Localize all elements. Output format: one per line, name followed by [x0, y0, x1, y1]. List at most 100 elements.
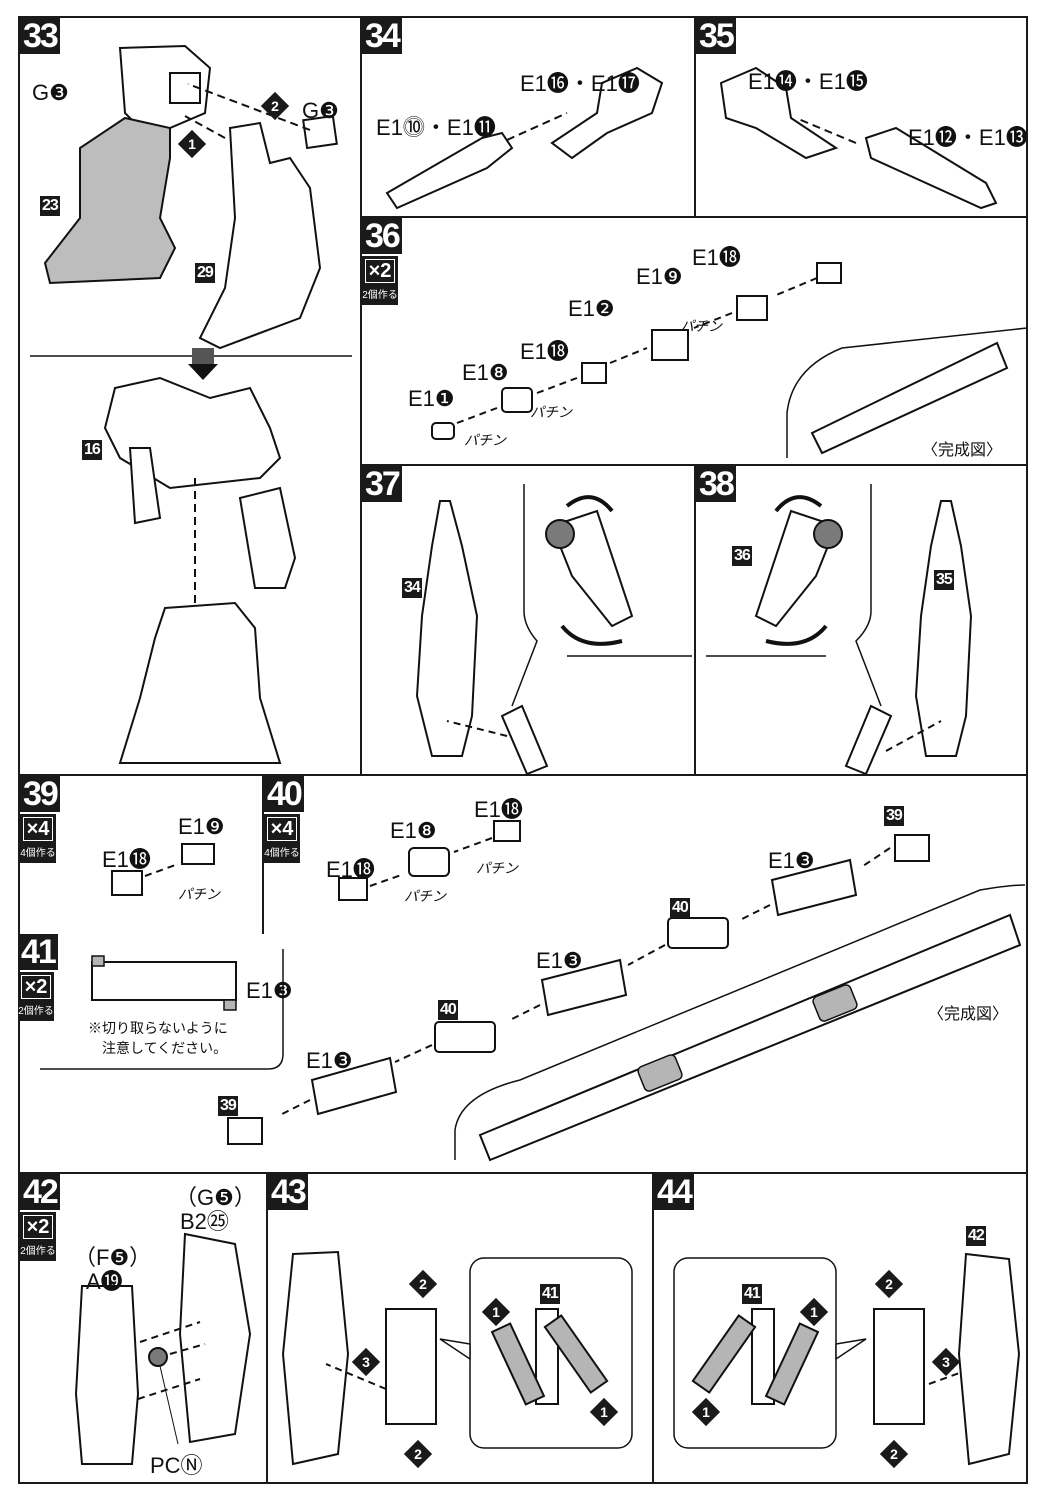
- part-label-e12-e13: E1⓬・E1⓭: [908, 125, 1028, 150]
- part-label-e1-18-a: E1⓲: [326, 857, 375, 882]
- part-label-e1-3: E1❸: [246, 978, 293, 1003]
- ref-badge-39-bottom: 39: [218, 1096, 238, 1116]
- step-number: 35: [696, 18, 736, 54]
- multiplier-count: ×2: [22, 1215, 54, 1239]
- ref-badge-23: 23: [40, 196, 60, 216]
- snap-sound-label: パチン: [178, 886, 220, 902]
- frame-part-illustration: [40, 949, 284, 1070]
- connector-illustration: [338, 820, 521, 901]
- part-label-e1-3-a: E1❸: [768, 848, 815, 873]
- part-label-e1-18: E1⓲: [102, 847, 151, 872]
- part-label-e1-18-b: E1⓲: [692, 245, 741, 270]
- step-number: 37: [362, 466, 402, 502]
- joint-attach-illustration: [415, 484, 692, 774]
- part-label-g3-top: G❸: [32, 80, 69, 105]
- ref-badge-34: 34: [402, 578, 422, 598]
- caution-line-1: ※切り取らないように: [88, 1020, 228, 1036]
- snap-sound-label: パチン: [680, 318, 722, 334]
- order-marker-2-b: 2: [403, 1439, 433, 1469]
- step-38-panel: 38 36 35: [694, 464, 1028, 776]
- part-label-e1-18-a: E1⓲: [520, 339, 569, 364]
- ref-badge-16: 16: [82, 440, 102, 460]
- multiplier-note: 4個作る: [20, 848, 56, 859]
- step-number: 33: [20, 18, 60, 54]
- step-number: 41: [18, 934, 58, 970]
- multiplier-count: ×4: [22, 817, 54, 841]
- ref-badge-35: 35: [934, 570, 954, 590]
- step-number: 39: [20, 776, 60, 812]
- multiplier-note: 2個作る: [18, 1006, 54, 1017]
- order-marker-2-a: 2: [408, 1269, 438, 1299]
- part-label-e1-3-b: E1❸: [536, 948, 583, 973]
- part-label-e1-9: E1❾: [178, 814, 225, 839]
- part-label-b2-25: B2㉕: [180, 1209, 229, 1234]
- order-marker-1-a: 1: [481, 1297, 511, 1327]
- part-label-e1-18-b: E1⓲: [474, 797, 523, 822]
- robot-leg-illustration: [30, 44, 352, 764]
- order-marker-1-b: 1: [691, 1397, 721, 1427]
- step-44-panel: 44 41 42 1 1 2 2 3: [652, 1172, 1028, 1484]
- part-label-e14-e15: E1⓮・E1⓯: [748, 69, 868, 94]
- connector-illustration: [111, 843, 215, 896]
- shield-attach-illustration: [673, 1252, 1021, 1466]
- part-label-e10-e11: E1⓾・E1⓫: [376, 115, 496, 140]
- snap-sound-label: パチン: [404, 888, 446, 904]
- step-number: 43: [268, 1174, 308, 1210]
- order-marker-2-a: 2: [874, 1269, 904, 1299]
- part-label-e1-8: E1❽: [390, 818, 437, 843]
- multiplier-badge: ×2 2個作る: [18, 972, 54, 1021]
- ref-badge-39-top: 39: [884, 806, 904, 826]
- order-marker-1-b: 1: [589, 1397, 619, 1427]
- part-label-e1-9: E1❾: [636, 264, 683, 289]
- step-40-panel: 40 ×4 4個作る E1⓲ E1❽ E1⓲ パチン パチン: [262, 774, 544, 936]
- multiplier-count: ×4: [266, 817, 298, 841]
- completed-view-label: 〈完成図〉: [928, 1006, 1009, 1023]
- step-41-area: 41 ×2 2個作る E1❸ ※切り取らないように 注意してください。: [18, 934, 293, 1074]
- snap-sound-label: パチン: [476, 860, 518, 876]
- step-37-panel: 37 34: [360, 464, 696, 776]
- step-43-panel: 43 41 1 1 2 2 3: [266, 1172, 654, 1484]
- part-label-g3-right: G❸: [302, 98, 339, 123]
- shield-attach-illustration: [281, 1250, 633, 1466]
- shield-parts-illustration: [74, 1232, 252, 1465]
- step-39-panel: 39 ×4 4個作る E1⓲ E1❾ パチン: [18, 774, 264, 936]
- multiplier-badge: ×4 4個作る: [264, 814, 300, 863]
- ref-badge-40-top: 40: [670, 898, 690, 918]
- ref-badge-40-bottom: 40: [438, 1000, 458, 1020]
- ref-badge-42: 42: [966, 1226, 986, 1246]
- multiplier-count: ×2: [364, 259, 396, 283]
- multiplier-count: ×2: [20, 975, 52, 999]
- step-number: 42: [20, 1174, 60, 1210]
- multiplier-note: 4個作る: [264, 848, 300, 859]
- part-label-e1-8: E1❽: [462, 360, 509, 385]
- snap-sound-label: パチン: [464, 432, 506, 448]
- caution-line-2: 注意してください。: [102, 1040, 228, 1056]
- part-label-e1-2: E1❷: [568, 296, 615, 321]
- ref-badge-36: 36: [732, 546, 752, 566]
- part-label-f5: （F❺）: [74, 1245, 152, 1270]
- multiplier-note: 2個作る: [362, 290, 398, 301]
- order-marker-3: 3: [931, 1347, 961, 1377]
- part-label-pc-n: PCⓃ: [150, 1453, 203, 1478]
- ref-badge-41: 41: [540, 1284, 560, 1304]
- step-36-panel: 36 ×2 2個作る E1❶ E1❽ E1⓲ E1❷ E1❾ E1⓲ パチン パ…: [360, 216, 1028, 466]
- step-42-panel: 42 ×2 2個作る （F❺） A⓳ （G❺） B2㉕ PCⓃ: [18, 1172, 268, 1484]
- connector-assembly-illustration: [431, 262, 1026, 458]
- part-label-e1-3-c: E1❸: [306, 1048, 353, 1073]
- order-marker-2: 2: [260, 91, 290, 121]
- ref-badge-29: 29: [195, 263, 215, 283]
- multiplier-badge: ×2 2個作る: [362, 256, 398, 305]
- barrel-illustration: [719, 66, 998, 210]
- step-33-panel: 33 G❸ G❸ 2 1 23 29 16: [18, 16, 362, 776]
- barrel-illustration: [385, 66, 664, 210]
- snap-sound-label: パチン: [530, 404, 572, 420]
- order-marker-3: 3: [351, 1347, 381, 1377]
- ref-badge-41: 41: [742, 1284, 762, 1304]
- completed-view-label: 〈完成図〉: [922, 442, 1003, 459]
- part-label-a19: A⓳: [86, 1269, 123, 1294]
- order-marker-1: 1: [177, 129, 207, 159]
- step-number: 34: [362, 18, 402, 54]
- order-marker-1-a: 1: [799, 1297, 829, 1327]
- joint-attach-illustration: [706, 484, 973, 774]
- step-number: 36: [362, 218, 402, 254]
